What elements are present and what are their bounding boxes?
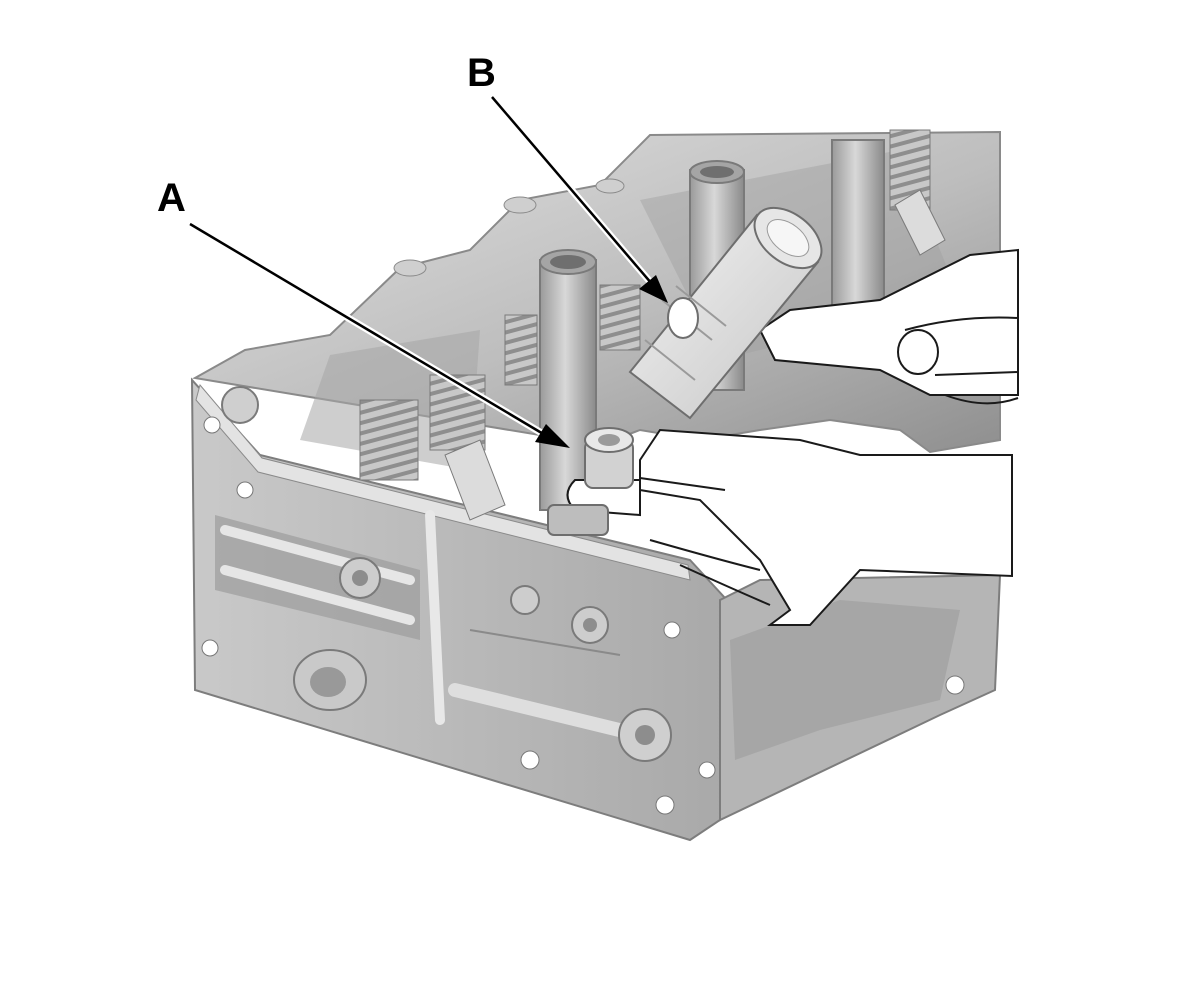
- valve-spring-icon: [359, 129, 946, 521]
- valve-stem-seal-icon: [547, 427, 634, 536]
- seal-installer-tool-icon: [628, 206, 823, 420]
- callout-arrow-a: [188, 220, 570, 448]
- callout-arrow-b: [489, 94, 668, 303]
- hand-icon: [758, 248, 1019, 405]
- callout-label-b: B: [467, 51, 496, 95]
- callout-label-a: A: [157, 176, 186, 220]
